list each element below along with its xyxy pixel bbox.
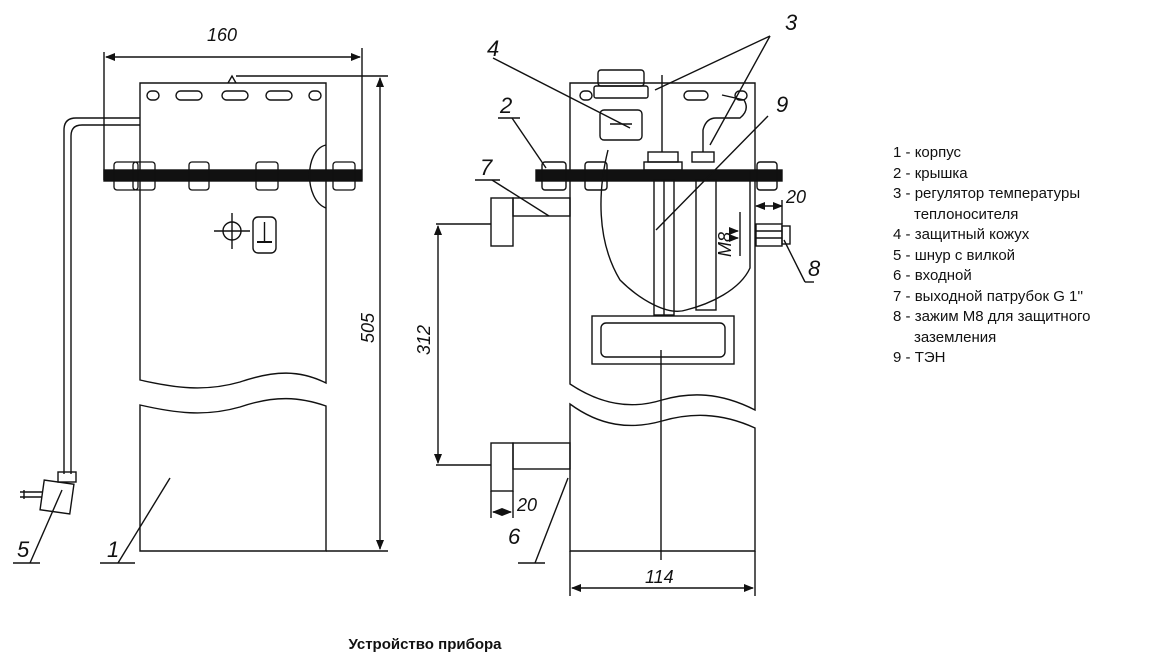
flange-band [103,169,363,182]
front-view [13,48,388,564]
legend-item: 1 - корпус [893,144,962,161]
callout-3: 3 [785,10,798,35]
dim-text-160: 160 [207,25,237,45]
figure-caption: Устройство прибора [348,636,502,653]
legend-item: 5 - шнур с вилкой [893,246,1016,264]
callout-7: 7 [480,155,493,180]
legend-item: 9 - ТЭН [893,349,946,366]
circle-indicator-icon [214,213,250,249]
callout-4: 4 [487,36,499,61]
dim-text-m8: M8 [715,232,735,257]
ground-symbol-icon [252,216,277,254]
dim-text-114: 114 [645,567,674,587]
callout-1: 1 [107,537,119,562]
callout-6: 6 [508,524,521,549]
ground-clamp [729,212,791,256]
section-body-lower [569,402,756,552]
legend-item: 4 - защитный кожух [893,226,1030,243]
power-plug-icon [20,471,77,515]
inlet-pipe-bottom [436,442,571,518]
power-cord [63,117,140,474]
legend-item: 7 - выходной патрубок G 1'' [893,287,1084,305]
body-lower-outline [139,397,327,552]
flange-bolts [113,161,356,191]
dim-text-20-top: 20 [785,187,806,207]
callout-5: 5 [17,537,30,562]
outlet-pipe-top [436,197,571,247]
mounting-slots [146,90,322,101]
parts-legend: 1 - корпус 2 - крышка 3 - регулятор темп… [893,143,1091,369]
body-upper-outline [139,82,327,389]
callout-2: 2 [499,93,512,118]
dim-text-505: 505 [358,312,378,343]
callout-8: 8 [808,256,821,281]
dim-text-20-bottom: 20 [516,495,537,515]
legend-item: 2 - крышка [893,164,968,182]
section-view [434,35,814,596]
callout-9: 9 [776,92,788,117]
window-inner [600,322,726,358]
window-outer [591,315,735,365]
cutaway-outline [600,149,751,312]
dim-text-312: 312 [414,325,434,355]
section-body-upper [569,82,756,412]
legend-item: 6 - входной [893,267,972,284]
